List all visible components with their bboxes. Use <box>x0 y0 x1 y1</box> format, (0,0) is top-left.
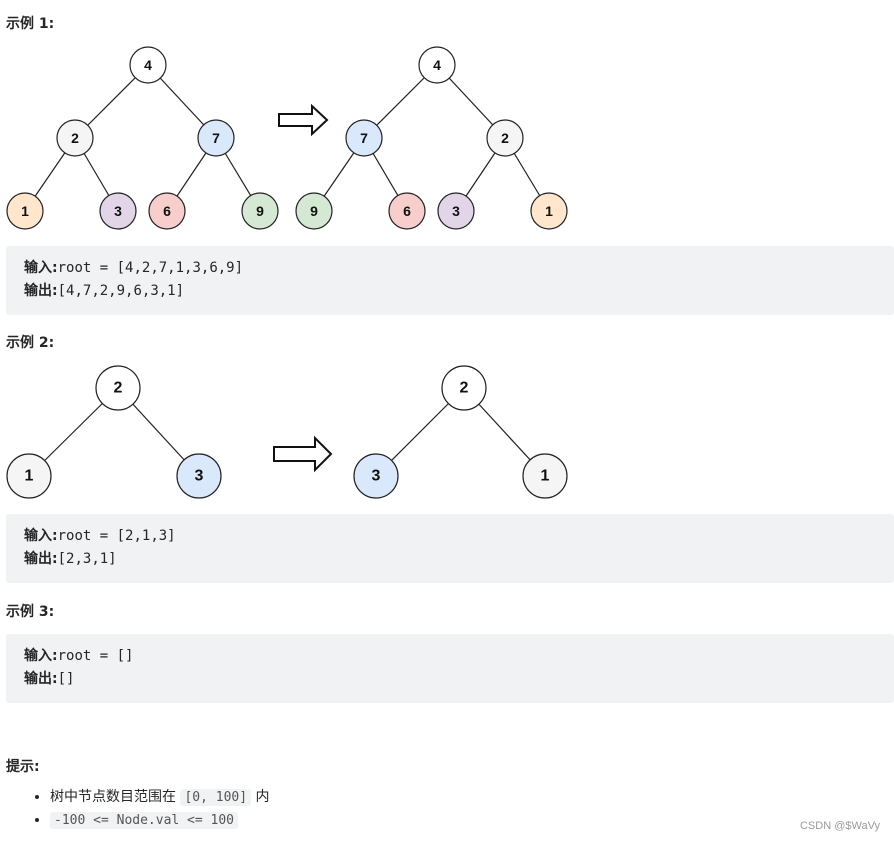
transform-arrow-icon <box>278 103 329 137</box>
example-1-diagram: 4 2 7 1 3 6 9 4 7 2 9 6 3 1 <box>6 46 568 230</box>
input-value: root = [] <box>57 648 134 664</box>
hints-heading: 提示: <box>6 759 40 775</box>
output-line: 输出:[4,7,2,9,6,3,1] <box>24 280 876 303</box>
example-3-heading: 示例 3: <box>6 604 55 620</box>
svg-text:1: 1 <box>25 468 34 485</box>
tree-node: 2 <box>56 119 94 157</box>
input-label: 输入: <box>24 528 58 544</box>
tree-node: 4 <box>129 46 167 84</box>
example-2-heading: 示例 2: <box>6 335 55 351</box>
example-2-io-box: 输入:root = [2,1,3] 输出:[2,3,1] <box>6 514 894 583</box>
watermark: CSDN @$WaVy <box>799 820 880 832</box>
transform-arrow-icon <box>273 435 333 473</box>
tree-node: 3 <box>437 192 475 230</box>
output-line: 输出:[2,3,1] <box>24 548 876 571</box>
tree-node: 6 <box>148 192 186 230</box>
tree-node: 9 <box>241 192 279 230</box>
tree-node: 1 <box>6 192 44 230</box>
tree-node: 6 <box>388 192 426 230</box>
tree-before: 2 1 3 <box>6 365 222 499</box>
svg-text:3: 3 <box>372 468 381 485</box>
svg-text:2: 2 <box>460 380 469 397</box>
svg-text:2: 2 <box>114 380 123 397</box>
input-line: 输入:root = [] <box>24 645 876 668</box>
example-1-heading: 示例 1: <box>6 16 55 32</box>
input-line: 输入:root = [4,2,7,1,3,6,9] <box>24 257 876 280</box>
input-label: 输入: <box>24 648 58 664</box>
hint-item: 树中节点数目范围在 [0, 100] 内 <box>50 786 270 809</box>
svg-text:7: 7 <box>212 130 220 146</box>
svg-text:9: 9 <box>310 203 318 219</box>
svg-text:6: 6 <box>163 203 171 219</box>
input-value: root = [4,2,7,1,3,6,9] <box>57 260 244 276</box>
example-3-io-box: 输入:root = [] 输出:[] <box>6 634 894 703</box>
svg-text:4: 4 <box>433 57 441 73</box>
input-value: root = [2,1,3] <box>57 528 176 544</box>
tree-node: 9 <box>295 192 333 230</box>
example-2-diagram: 2 1 3 2 3 1 <box>6 365 568 499</box>
tree-node: 2 <box>486 119 524 157</box>
tree-node: 3 <box>353 453 399 499</box>
hint-text: 内 <box>251 789 270 805</box>
tree-node: 3 <box>176 453 222 499</box>
svg-text:6: 6 <box>403 203 411 219</box>
output-value: [] <box>57 671 75 687</box>
tree-before: 4 2 7 1 3 6 9 <box>6 46 279 230</box>
hint-code: -100 <= Node.val <= 100 <box>50 812 239 829</box>
example-1-io-box: 输入:root = [4,2,7,1,3,6,9] 输出:[4,7,2,9,6,… <box>6 246 894 315</box>
svg-text:3: 3 <box>452 203 460 219</box>
hint-item: -100 <= Node.val <= 100 <box>50 809 270 832</box>
tree-after: 2 3 1 <box>353 365 568 499</box>
tree-node: 1 <box>6 453 52 499</box>
hints-list: 树中节点数目范围在 [0, 100] 内 -100 <= Node.val <=… <box>30 786 270 832</box>
tree-node: 2 <box>95 365 141 411</box>
svg-text:7: 7 <box>360 130 368 146</box>
output-label: 输出: <box>24 671 58 687</box>
hint-text: 树中节点数目范围在 <box>50 789 181 805</box>
output-line: 输出:[] <box>24 668 876 691</box>
svg-text:1: 1 <box>21 203 29 219</box>
svg-text:4: 4 <box>144 57 152 73</box>
tree-node: 1 <box>530 192 568 230</box>
tree-node: 7 <box>345 119 383 157</box>
output-label: 输出: <box>24 551 58 567</box>
svg-text:2: 2 <box>501 130 509 146</box>
output-label: 输出: <box>24 283 58 299</box>
tree-node: 7 <box>197 119 235 157</box>
tree-node: 2 <box>441 365 487 411</box>
tree-node: 1 <box>522 453 568 499</box>
svg-text:1: 1 <box>545 203 553 219</box>
input-label: 输入: <box>24 260 58 276</box>
svg-text:2: 2 <box>71 130 79 146</box>
tree-node: 4 <box>418 46 456 84</box>
tree-node: 3 <box>99 192 137 230</box>
svg-text:9: 9 <box>256 203 264 219</box>
svg-text:1: 1 <box>541 468 550 485</box>
svg-text:3: 3 <box>195 468 204 485</box>
output-value: [4,7,2,9,6,3,1] <box>57 283 185 299</box>
hint-code: [0, 100] <box>180 789 252 806</box>
svg-text:3: 3 <box>114 203 122 219</box>
input-line: 输入:root = [2,1,3] <box>24 525 876 548</box>
output-value: [2,3,1] <box>57 551 117 567</box>
tree-after: 4 7 2 9 6 3 1 <box>295 46 568 230</box>
